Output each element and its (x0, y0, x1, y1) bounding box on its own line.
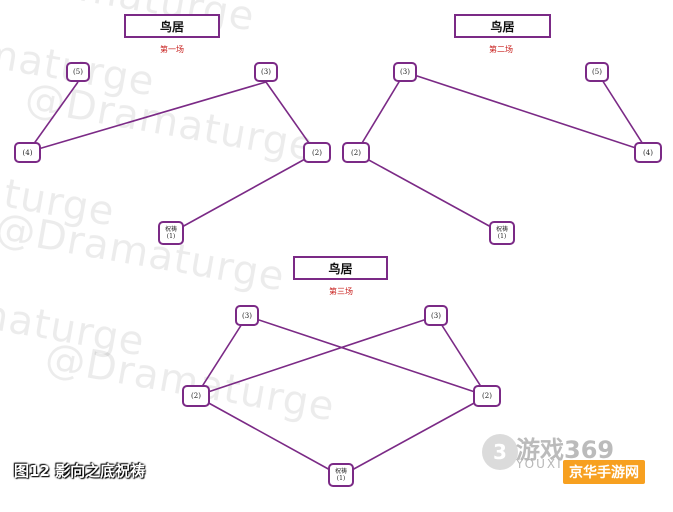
node-prayer-label: 祝祷 (495, 226, 508, 233)
scene2-node-5: (5) (585, 62, 609, 82)
scene3-node-2-left: (2) (182, 385, 210, 407)
logo-brand-text: 游戏369 (516, 436, 615, 464)
edge-s2-5-4 (596, 71, 649, 153)
edge-s1-3-4 (27, 81, 267, 153)
site-logo: 3 (482, 434, 518, 470)
edges-layer (27, 71, 649, 477)
scene2-node-3: (3) (393, 62, 417, 82)
scene1-node-2: (2) (303, 142, 331, 163)
scene1-node-3: (3) (254, 62, 278, 82)
edge-s2-2-1 (355, 152, 503, 234)
node-prayer-label: 祝祷 (334, 468, 347, 475)
diagram-canvas: @Dramaturge @Dramaturge @Dramaturge @Dra… (0, 0, 662, 487)
scene2-label: 第二场 (489, 45, 513, 54)
edge-s3-3a-2a (195, 315, 248, 397)
edge-s1-5-4 (27, 81, 79, 153)
scene3-label: 第三场 (329, 287, 353, 296)
scene2-node-4: (4) (634, 142, 662, 163)
edge-s2-3-2 (355, 71, 406, 154)
figure-caption: 图12 影向之底祝祷 (14, 462, 146, 480)
edge-s1-3-2 (265, 81, 317, 154)
scene3-node-3-left: (3) (235, 305, 259, 326)
edge-s3-2b-1 (340, 395, 488, 477)
scene1-node-5: (5) (66, 62, 90, 82)
scene3-node-prayer: 祝祷 (1) (328, 463, 354, 487)
edge-s2-3-4 (404, 71, 649, 153)
svg-text:3: 3 (493, 440, 507, 464)
edge-s3-3b-2a (195, 315, 437, 397)
scene3-node-2-right: (2) (473, 385, 501, 407)
scene2-node-2: (2) (342, 142, 370, 163)
edge-s3-3a-2b (246, 315, 488, 397)
node-prayer-label: 祝祷 (164, 226, 177, 233)
logo-sub-text: YOUXI (516, 457, 563, 471)
node-prayer-number: (1) (497, 233, 507, 240)
edge-s1-2-1 (170, 152, 317, 234)
scene1-label: 第一场 (160, 45, 184, 54)
edge-s3-2a-1 (195, 395, 342, 477)
scene2-title-box: 鸟居 (454, 14, 551, 38)
node-prayer-number: (1) (166, 233, 176, 240)
scene2-node-prayer: 祝祷 (1) (489, 221, 515, 245)
scene3-node-3-right: (3) (424, 305, 448, 326)
scene1-node-4: (4) (14, 142, 41, 163)
logo-site-badge: 京华手游网 (563, 460, 645, 484)
scene1-node-prayer: 祝祷 (1) (158, 221, 184, 245)
edge-s3-3b-2b (435, 315, 488, 397)
scene1-title-box: 鸟居 (124, 14, 220, 38)
node-prayer-number: (1) (336, 475, 346, 482)
scene3-title-box: 鸟居 (293, 256, 388, 280)
